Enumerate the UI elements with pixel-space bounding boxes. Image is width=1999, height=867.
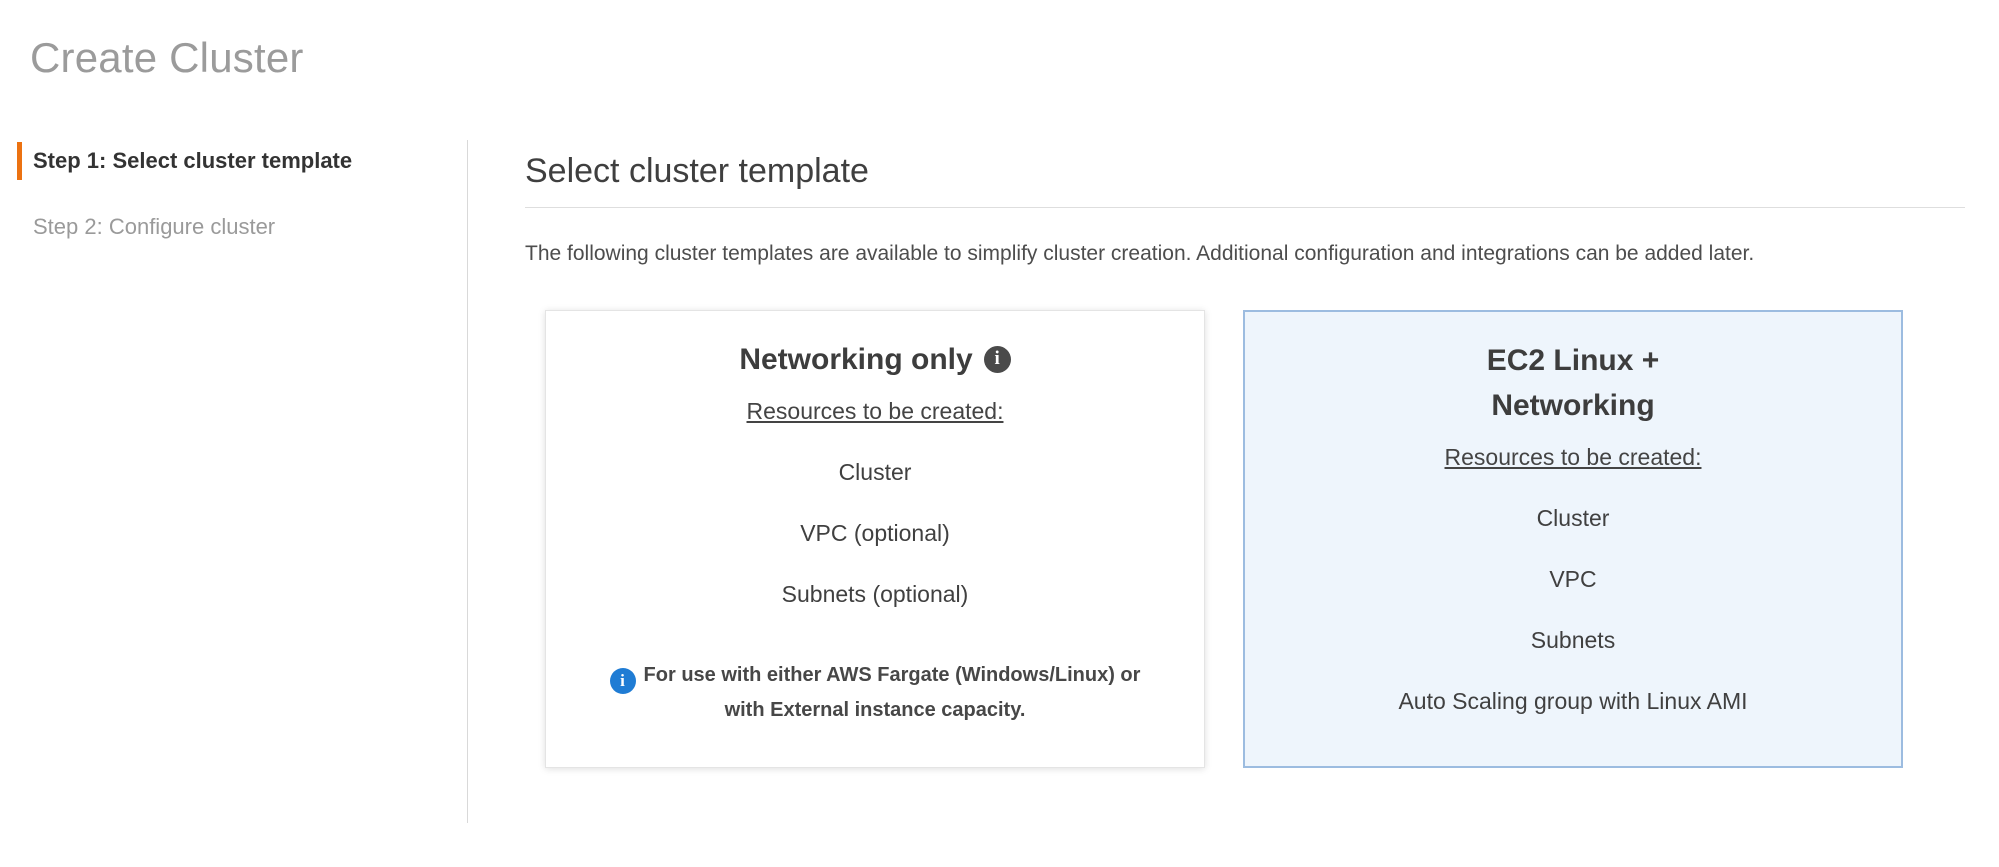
resource-item: VPC (optional) <box>800 519 950 546</box>
section-divider <box>525 207 1965 208</box>
template-card-ec2-linux-networking[interactable]: EC2 Linux + Networking Resources to be c… <box>1243 309 1903 768</box>
main-content: Select cluster template The following cl… <box>468 140 1999 823</box>
resource-item: VPC <box>1549 565 1597 592</box>
card-title: EC2 Linux + Networking <box>1448 338 1698 428</box>
wizard-layout: Step 1: Select cluster template Step 2: … <box>0 140 1999 823</box>
card-title-text: Networking only <box>739 342 973 376</box>
step-1-select-cluster-template[interactable]: Step 1: Select cluster template <box>17 142 437 180</box>
step-1-label: Step 1: Select cluster template <box>33 148 353 173</box>
info-icon: i <box>609 667 636 694</box>
resource-item: Subnets (optional) <box>781 580 969 607</box>
template-card-networking-only[interactable]: Networking only i Resources to be create… <box>545 309 1205 768</box>
wizard-steps-nav: Step 1: Select cluster template Step 2: … <box>0 140 468 823</box>
step-2-configure-cluster[interactable]: Step 2: Configure cluster <box>17 208 437 246</box>
resource-item: Cluster <box>1536 504 1610 531</box>
card-note: i For use with either AWS Fargate (Window… <box>603 659 1148 727</box>
page-title: Create Cluster <box>30 34 304 81</box>
resources-label: Resources to be created: <box>1444 443 1702 470</box>
step-2-label: Step 2: Configure cluster <box>33 213 276 239</box>
resource-item: Subnets <box>1530 626 1616 653</box>
section-description: The following cluster templates are avai… <box>525 242 1755 265</box>
info-icon[interactable]: i <box>983 345 1011 373</box>
resources-label: Resources to be created: <box>746 397 1004 424</box>
resource-item: Cluster <box>838 458 912 485</box>
template-cards: Networking only i Resources to be create… <box>545 309 1965 768</box>
create-cluster-page: Create Cluster Step 1: Select cluster te… <box>0 34 1999 867</box>
section-title: Select cluster template <box>525 152 869 190</box>
card-title: Networking only i <box>739 337 1011 382</box>
card-note-text: For use with either AWS Fargate (Windows… <box>643 663 1141 721</box>
card-title-text: EC2 Linux + Networking <box>1486 343 1660 422</box>
resource-item: Auto Scaling group with Linux AMI <box>1398 687 1748 714</box>
